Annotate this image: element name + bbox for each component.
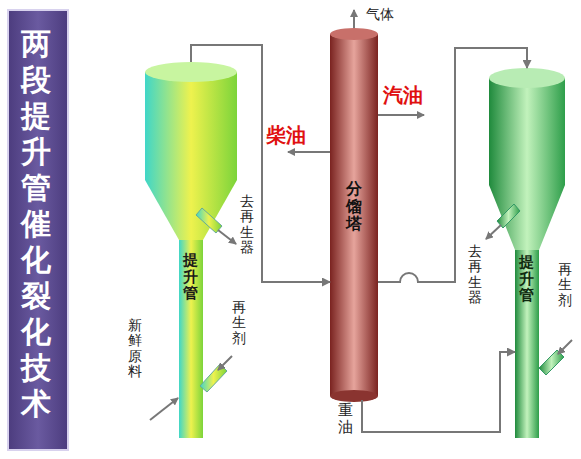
fractionator bbox=[330, 34, 378, 396]
stream-label: 汽油 bbox=[383, 82, 423, 109]
riser-reactor: 提升管 bbox=[145, 62, 237, 440]
left-reactor bbox=[200, 364, 227, 392]
right-reactor bbox=[539, 350, 564, 375]
stream-label: 去再生器 bbox=[240, 194, 254, 256]
stream-arrows bbox=[353, 10, 355, 28]
stream-label: 气体 bbox=[366, 6, 394, 24]
left-reactor bbox=[179, 240, 203, 438]
right-reactor bbox=[489, 185, 565, 250]
left-reactor bbox=[196, 208, 222, 233]
stream-arrows bbox=[218, 230, 236, 244]
fractionator bbox=[330, 390, 378, 402]
left-reactor bbox=[145, 62, 237, 82]
fractionator bbox=[330, 28, 378, 40]
flow-line bbox=[378, 48, 527, 282]
node-label: 分馏塔 bbox=[346, 180, 362, 233]
left-reactor bbox=[145, 72, 237, 180]
stream-arrows bbox=[150, 10, 572, 420]
left-reactor bbox=[145, 62, 237, 438]
stream-arrows bbox=[218, 356, 232, 370]
riser-reactor: 提升管 bbox=[489, 68, 565, 440]
title-text: 两段提升管催化裂化技术 bbox=[21, 26, 51, 422]
fractionator bbox=[330, 28, 378, 402]
flow-line bbox=[362, 352, 515, 432]
left-reactor bbox=[145, 180, 237, 240]
flow-line bbox=[191, 45, 330, 282]
stream-arrows bbox=[150, 398, 178, 420]
title-band bbox=[8, 10, 68, 450]
stream-label: 柴油 bbox=[266, 122, 306, 149]
fractionator-column: 分馏塔 bbox=[330, 30, 378, 402]
node-label: 提升管 bbox=[183, 252, 198, 302]
node-label: 提升管 bbox=[519, 254, 534, 304]
edge-label: 重油 bbox=[338, 402, 353, 435]
stream-label: 再生剂 bbox=[232, 300, 246, 346]
stream-arrows bbox=[378, 114, 424, 116]
right-reactor bbox=[489, 68, 565, 88]
stream-label: 新鲜原料 bbox=[128, 318, 142, 380]
stream-arrows bbox=[288, 151, 330, 153]
right-reactor bbox=[489, 78, 565, 185]
stream-label: 去再生器 bbox=[468, 244, 482, 306]
title-band bbox=[8, 10, 68, 450]
right-reactor bbox=[497, 204, 520, 228]
stream-arrows bbox=[558, 340, 572, 354]
stream-arrows bbox=[486, 225, 501, 239]
right-reactor bbox=[515, 250, 539, 438]
stream-label: 再生剂 bbox=[558, 262, 572, 308]
